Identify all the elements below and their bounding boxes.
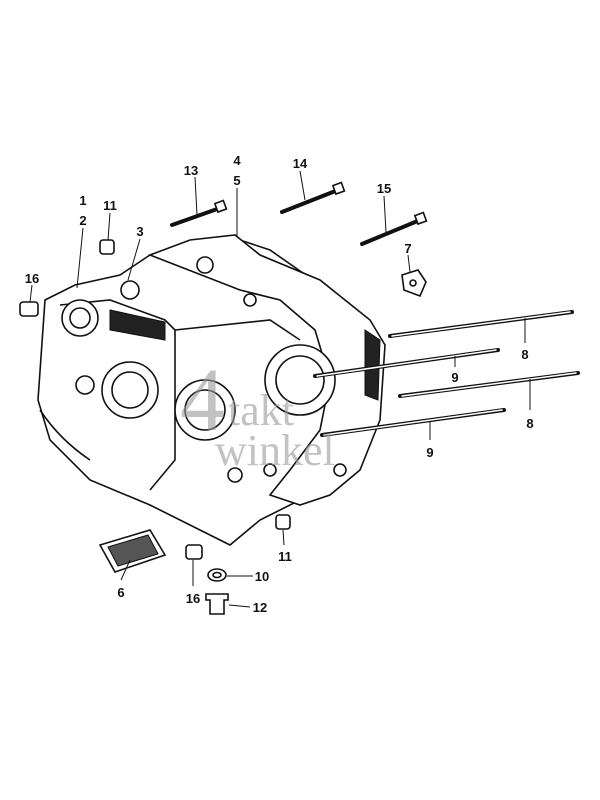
label-9a: 9 bbox=[451, 370, 458, 385]
label-13: 13 bbox=[184, 163, 198, 178]
bolt-15 bbox=[360, 218, 422, 246]
label-11b: 11 bbox=[278, 549, 292, 564]
label-8a: 8 bbox=[521, 347, 528, 362]
callout-labels: 1 2 11 3 16 13 4 5 14 15 7 8 9 8 9 11 10… bbox=[25, 153, 534, 615]
leader-lines bbox=[29, 170, 531, 608]
crankcase-left-half bbox=[37, 239, 361, 546]
label-7: 7 bbox=[404, 241, 411, 256]
label-8b: 8 bbox=[526, 416, 533, 431]
label-3: 3 bbox=[136, 224, 143, 239]
watermark: 4 takt winkel bbox=[180, 351, 335, 475]
bolt-13 bbox=[170, 206, 222, 227]
watermark-digit: 4 bbox=[180, 351, 225, 450]
watermark-word-1: takt bbox=[228, 386, 294, 435]
label-1: 1 bbox=[79, 193, 86, 208]
bolts bbox=[170, 181, 428, 246]
stud-bolts bbox=[313, 310, 580, 437]
label-6: 6 bbox=[117, 585, 124, 600]
label-4: 4 bbox=[233, 153, 241, 168]
label-5: 5 bbox=[233, 173, 240, 188]
dowel-16b bbox=[185, 544, 203, 560]
label-16b: 16 bbox=[186, 591, 200, 606]
drain-plug-12 bbox=[205, 593, 229, 615]
crankcase-right-half bbox=[147, 234, 386, 506]
label-16a: 16 bbox=[25, 271, 39, 286]
label-15: 15 bbox=[377, 181, 391, 196]
bolt-14 bbox=[280, 188, 340, 214]
label-12: 12 bbox=[253, 600, 267, 615]
dowel-11a bbox=[99, 239, 115, 255]
label-10: 10 bbox=[255, 569, 269, 584]
watermark-word-2: winkel bbox=[215, 426, 335, 475]
label-9b: 9 bbox=[426, 445, 433, 460]
label-2: 2 bbox=[79, 213, 86, 228]
dowel-16a bbox=[19, 301, 39, 317]
label-11a: 11 bbox=[103, 198, 117, 213]
dowel-11b bbox=[275, 514, 291, 530]
label-14: 14 bbox=[293, 156, 308, 171]
small-parts bbox=[19, 239, 427, 615]
